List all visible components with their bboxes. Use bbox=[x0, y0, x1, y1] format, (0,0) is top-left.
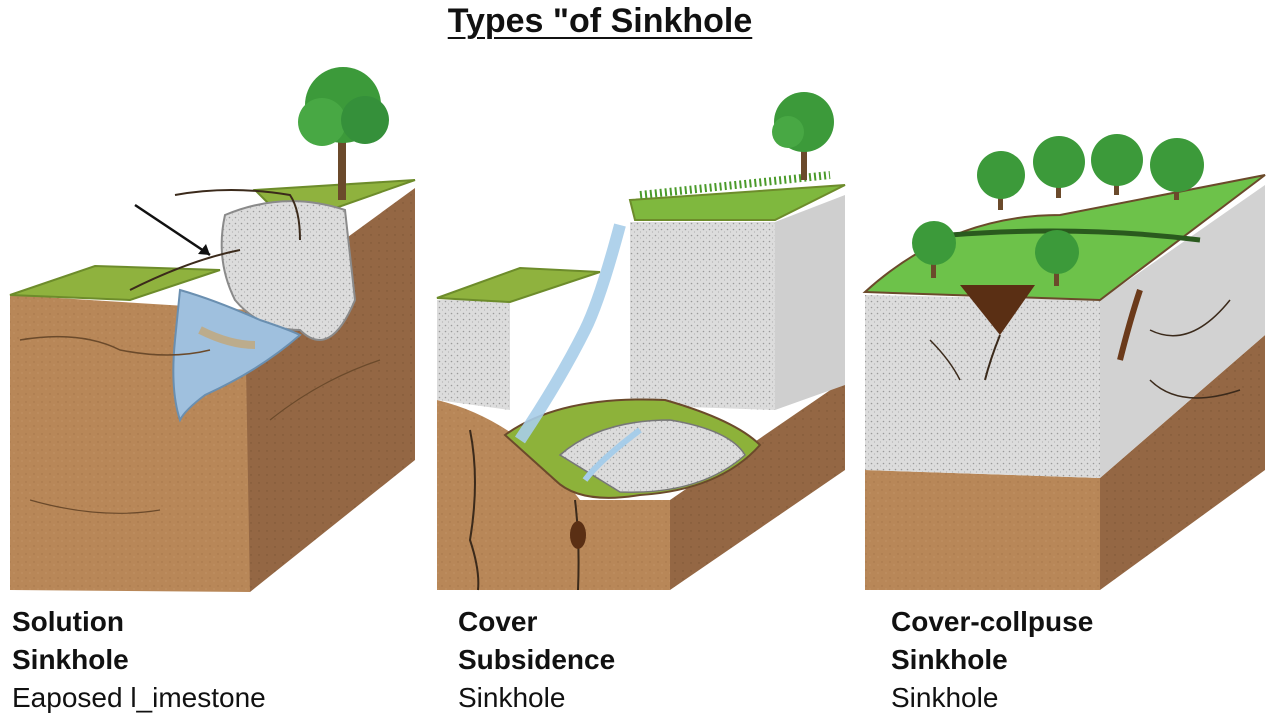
tree-icon bbox=[912, 221, 956, 278]
caption-line-2: Subsidence bbox=[458, 644, 616, 675]
caption-solution-sinkhole: Solution Sinkhole Eaposed l_imestone bbox=[12, 603, 266, 717]
caption-line-2: Sinkhole bbox=[891, 644, 1008, 675]
soil-side-face bbox=[1100, 335, 1265, 590]
limestone-front bbox=[865, 295, 1100, 478]
tree-icon bbox=[772, 92, 834, 180]
pointer-arrow bbox=[134, 203, 211, 257]
water-stream bbox=[515, 223, 626, 444]
soil-side-face bbox=[670, 380, 845, 590]
tree-icon bbox=[298, 67, 389, 200]
caption-line-2: Sinkhole bbox=[12, 644, 129, 675]
tree-icon bbox=[1035, 230, 1079, 286]
cover-subsidence-block bbox=[436, 92, 846, 591]
exposed-limestone bbox=[220, 200, 357, 341]
caption-line-1: Solution bbox=[12, 606, 124, 637]
tree-icon bbox=[1150, 138, 1204, 200]
caption-line-1: Cover bbox=[458, 606, 538, 637]
solution-sinkhole-block bbox=[9, 67, 416, 592]
caption-line-3: Sinkhole bbox=[458, 682, 566, 713]
limestone-side bbox=[1100, 185, 1265, 478]
cover-collapse-block bbox=[862, 134, 1266, 590]
tree-icon bbox=[1091, 134, 1143, 195]
grass-top bbox=[628, 184, 846, 221]
caption-cover-subsidence: Cover Subsidence Sinkhole bbox=[458, 603, 615, 717]
caption-line-3: Sinkhole bbox=[891, 682, 999, 713]
grass-top bbox=[9, 264, 221, 302]
tree-icon bbox=[977, 151, 1025, 210]
collapse-hole bbox=[960, 285, 1035, 335]
limestone-wall bbox=[630, 222, 775, 410]
caption-line-3: Eaposed l_imestone bbox=[12, 682, 266, 713]
limestone-left bbox=[437, 300, 510, 410]
diagram-title: Types "of Sinkhole bbox=[447, 2, 753, 40]
soil-front-face bbox=[865, 470, 1100, 590]
caption-cover-collapse: Cover-collpuse Sinkhole Sinkhole bbox=[891, 603, 1093, 717]
tree-icon bbox=[1033, 136, 1085, 198]
caption-line-1: Cover-collpuse bbox=[891, 606, 1094, 637]
water-pool bbox=[172, 288, 302, 423]
